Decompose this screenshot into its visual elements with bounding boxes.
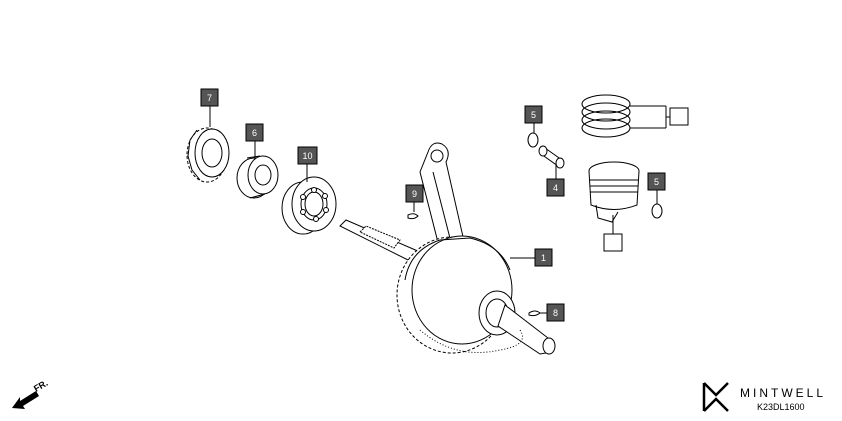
part-bushing	[236, 155, 279, 199]
svg-text:9: 9	[412, 189, 417, 199]
front-direction-arrow: FR.	[12, 378, 50, 409]
svg-text:4: 4	[553, 183, 558, 193]
part-gear	[186, 127, 230, 183]
part-circlip-lower	[651, 203, 663, 219]
svg-text:8: 8	[553, 308, 558, 318]
callout-4: 4	[546, 178, 565, 197]
part-piston	[588, 161, 640, 223]
part-bearing	[281, 176, 337, 235]
callout-8: 8	[546, 303, 565, 322]
part-key-9	[407, 213, 419, 220]
callout-rings-empty	[669, 107, 689, 126]
callout-10: 10	[297, 146, 318, 165]
svg-text:10: 10	[302, 151, 312, 161]
svg-text:5: 5	[531, 110, 536, 120]
callout-6: 6	[245, 123, 264, 142]
part-piston-pin	[538, 145, 565, 169]
callout-9: 9	[405, 184, 424, 203]
svg-text:5: 5	[654, 177, 659, 187]
svg-text:1: 1	[541, 253, 546, 263]
callout-1: 1	[534, 248, 553, 267]
svg-text:6: 6	[252, 128, 257, 138]
callout-piston-empty	[603, 233, 623, 252]
svg-text:7: 7	[207, 93, 212, 103]
part-piston-rings	[581, 94, 631, 138]
brand-logo-mark	[702, 382, 729, 412]
callout-5-lower: 5	[647, 172, 666, 191]
diagram-code: K23DL1600	[757, 402, 805, 412]
svg-text:FR.: FR.	[32, 378, 50, 394]
part-crankshaft	[339, 142, 556, 355]
callout-5-upper: 5	[524, 105, 543, 124]
part-key-8	[528, 310, 541, 317]
part-circlip-upper	[527, 132, 539, 148]
callout-7: 7	[200, 88, 219, 107]
brand-name: MINTWELL	[740, 386, 826, 400]
